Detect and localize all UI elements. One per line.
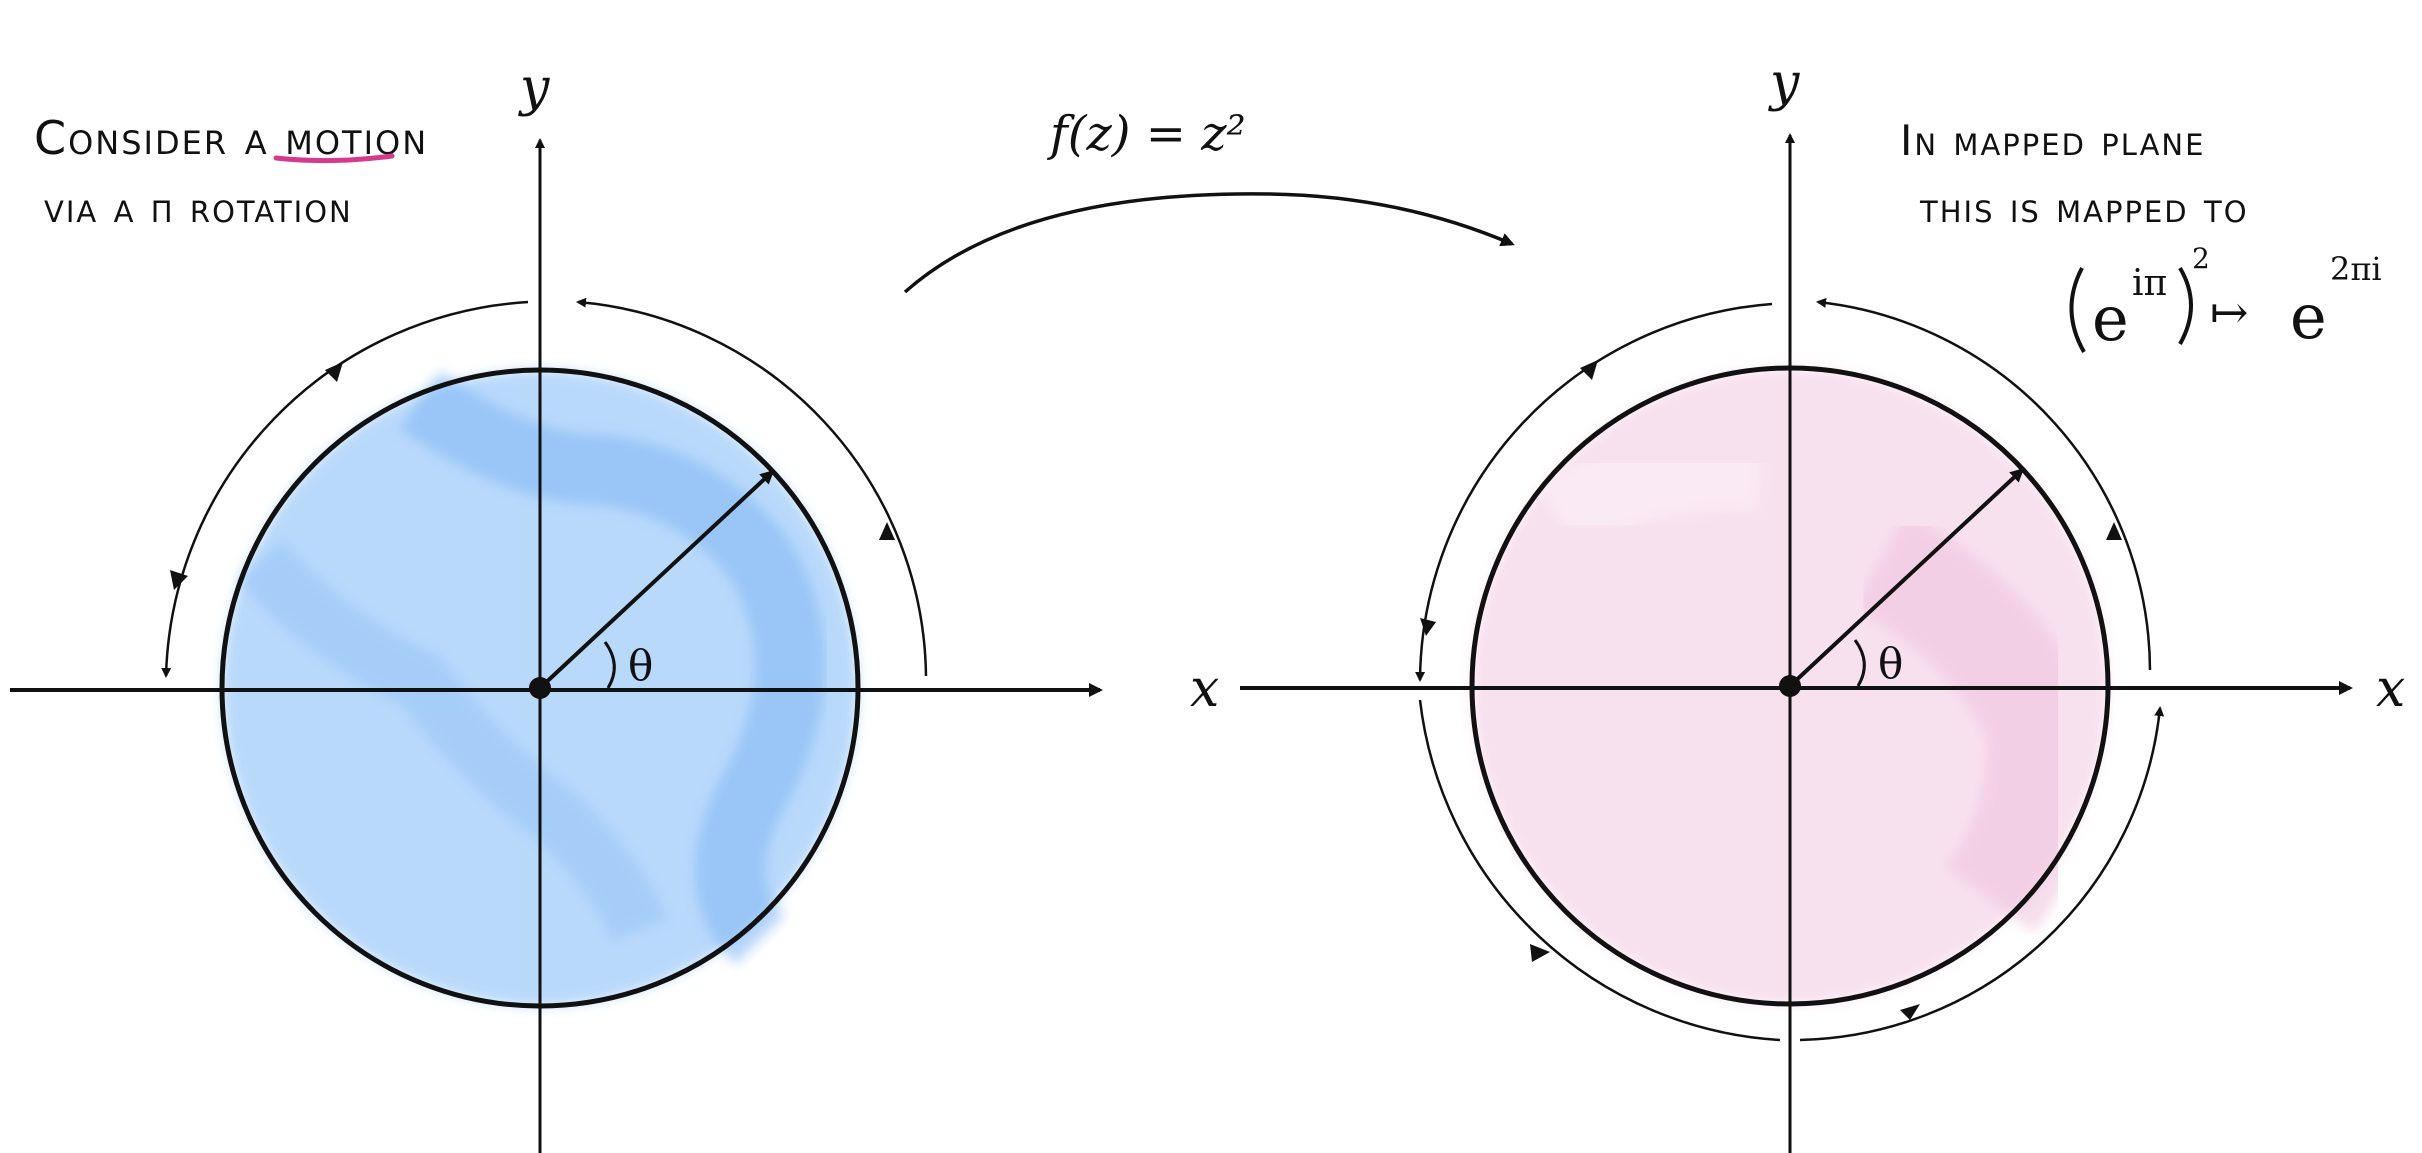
left-note-emphasis: motion bbox=[285, 111, 428, 165]
formula-result-base: e bbox=[2290, 280, 2327, 353]
left-rotation-arc-left bbox=[161, 300, 529, 678]
right-origin-dot bbox=[1779, 675, 1801, 697]
right-x-label: x bbox=[2376, 659, 2405, 719]
right-rotation-arc-q1 bbox=[1816, 297, 2152, 671]
left-angle-label: θ bbox=[628, 641, 653, 690]
left-y-label: y bbox=[518, 58, 550, 118]
right-y-label: y bbox=[1768, 53, 1800, 113]
formula-exponent: iπ bbox=[2132, 263, 2167, 304]
svg-text:Consider a motion: Consider a motion bbox=[34, 111, 428, 165]
right-arc-arrowhead-2 bbox=[1580, 360, 1598, 380]
mapping-arrow bbox=[903, 192, 1515, 294]
left-arc-arrowhead-3 bbox=[170, 570, 188, 590]
left-arc-arrowhead-2 bbox=[325, 362, 343, 382]
right-angle-label: θ bbox=[1878, 639, 1903, 688]
left-note: Consider a motion via a π rotation bbox=[34, 111, 428, 232]
left-radius-arrow bbox=[538, 469, 775, 690]
right-rotation-arc-q3 bbox=[1418, 699, 1781, 1042]
left-note-line2: via a π rotation bbox=[44, 183, 353, 232]
left-x-label: x bbox=[1190, 659, 1219, 719]
right-rotation-arc-q2 bbox=[1415, 302, 1773, 682]
right-note-line2: this is mapped to bbox=[1919, 183, 2249, 232]
left-angle-arc bbox=[603, 641, 616, 689]
right-radius-arrow bbox=[1788, 467, 2025, 688]
right-arc-arrowhead-3 bbox=[1420, 618, 1436, 636]
formula-open-paren bbox=[2069, 267, 2086, 353]
left-note-prefix: Consider a bbox=[34, 111, 285, 165]
right-note-formula: e iπ 2 ↦ e 2πi bbox=[2069, 242, 2382, 355]
formula-power: 2 bbox=[2192, 242, 2210, 275]
mapping: f(z) = z² bbox=[903, 106, 1515, 294]
right-arc-arrowhead-4 bbox=[1530, 944, 1550, 962]
formula-result-exponent: 2πi bbox=[2330, 250, 2382, 288]
right-arc-arrowhead-1 bbox=[2106, 522, 2122, 540]
emphasis-underline bbox=[273, 153, 395, 164]
left-rotation-arc-right bbox=[576, 297, 928, 677]
left-origin-dot bbox=[529, 677, 551, 699]
right-note: In mapped plane this is mapped to e iπ 2… bbox=[1900, 116, 2382, 355]
right-rotation-arc-q4 bbox=[1799, 706, 2165, 1042]
right-arc-arrowhead-5 bbox=[1900, 1004, 1920, 1020]
right-angle-arc bbox=[1853, 639, 1866, 687]
right-plane: x y θ bbox=[1240, 53, 2405, 1153]
formula-maps-to: ↦ bbox=[2210, 285, 2249, 339]
right-note-line1: In mapped plane bbox=[1900, 116, 2205, 165]
formula-base: e bbox=[2092, 282, 2129, 355]
left-plane: x y θ bbox=[10, 58, 1219, 1153]
formula-close-paren bbox=[2178, 266, 2193, 345]
left-arc-arrowhead-1 bbox=[879, 522, 895, 540]
map-label: f(z) = z² bbox=[1047, 106, 1246, 162]
